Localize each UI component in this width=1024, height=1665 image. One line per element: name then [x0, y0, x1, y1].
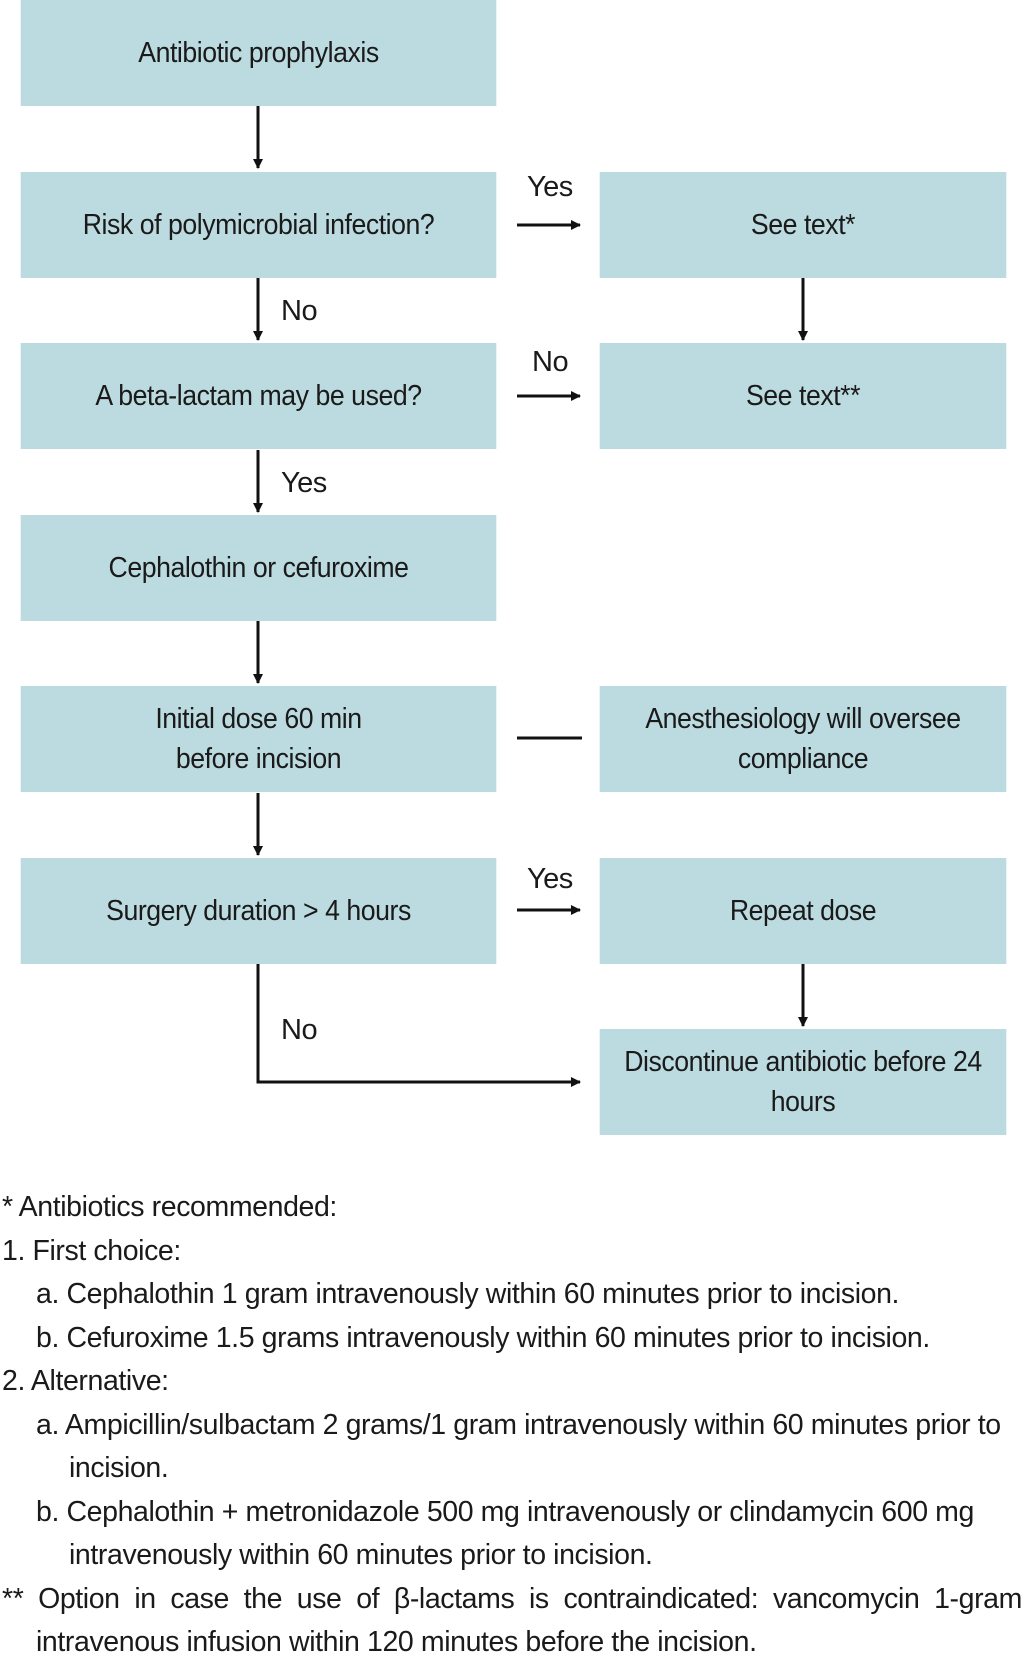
edge-label-duration-no: No	[281, 1014, 318, 1046]
node-see-text-2: See text**	[599, 343, 1007, 449]
node-beta-lactam: A beta-lactam may be used?	[20, 343, 497, 449]
flowchart: Antibiotic prophylaxis Risk of polymicro…	[20, 0, 1007, 1135]
node-cephalothin-cefuroxime: Cephalothin or cefuroxime	[20, 515, 497, 621]
footnote-first-choice: 1. First choice:	[2, 1234, 181, 1267]
option-word: in	[134, 1582, 156, 1615]
footnote-alt-a-line2: incision.	[69, 1452, 169, 1484]
connectors	[253, 106, 808, 1087]
option-word: contraindicated:	[563, 1582, 759, 1615]
footnote-option-line1: ** Option in case the use of β-lactams i…	[0, 1578, 1022, 1622]
edge-label-beta-lactam-yes: Yes	[281, 467, 327, 499]
footnotes: * Antibiotics recommended: 1. First choi…	[0, 1186, 1024, 1665]
node-polymicrobial-risk: Risk of polymicrobial infection?	[20, 172, 497, 278]
edge-label-polymicrobial-yes: Yes	[527, 171, 573, 203]
footnote-first-a: a. Cephalothin 1 gram intravenously with…	[36, 1278, 900, 1310]
footnote-alternative: 2. Alternative:	[2, 1365, 169, 1397]
option-word: **	[2, 1582, 24, 1615]
footnote-first-b: b. Cefuroxime 1.5 grams intravenously wi…	[36, 1321, 930, 1354]
option-word: vancomycin	[772, 1582, 920, 1615]
node-repeat-dose: Repeat dose	[599, 858, 1007, 964]
option-word: Option	[38, 1582, 120, 1615]
footnote-alt-b-line2: intravenously within 60 minutes prior to…	[69, 1539, 653, 1571]
node-initial-dose: Initial dose 60 min before incision	[20, 686, 497, 792]
node-antibiotic-prophylaxis: Antibiotic prophylaxis	[20, 0, 497, 106]
footnote-option-line2: intravenous infusion within 120 minutes …	[36, 1626, 757, 1658]
node-surgery-duration: Surgery duration > 4 hours	[20, 858, 497, 964]
edge-label-beta-lactam-no: No	[532, 346, 569, 378]
option-word: use	[296, 1582, 342, 1615]
footnote-alt-a-line1: a. Ampicillin/sulbactam 2 grams/1 gram i…	[36, 1408, 1001, 1441]
footnote-heading: * Antibiotics recommended:	[2, 1191, 337, 1223]
option-word: 1-gram	[934, 1582, 1022, 1615]
node-see-text-1: See text*	[599, 172, 1007, 278]
edge-label-polymicrobial-no: No	[281, 295, 318, 327]
option-word: of	[356, 1582, 380, 1615]
footnote-alt-b-line1: b. Cephalothin + metronidazole 500 mg in…	[36, 1495, 974, 1528]
option-word: β-lactams	[393, 1582, 515, 1615]
option-word: is	[528, 1582, 549, 1615]
arrow-duration-no	[256, 964, 581, 1087]
node-anesthesiology: Anesthesiology will oversee compliance	[599, 686, 1007, 792]
option-word: the	[243, 1582, 283, 1615]
edge-label-duration-yes: Yes	[527, 863, 573, 895]
option-word: case	[170, 1582, 229, 1615]
node-discontinue: Discontinue antibiotic before 24 hours	[599, 1029, 1007, 1135]
